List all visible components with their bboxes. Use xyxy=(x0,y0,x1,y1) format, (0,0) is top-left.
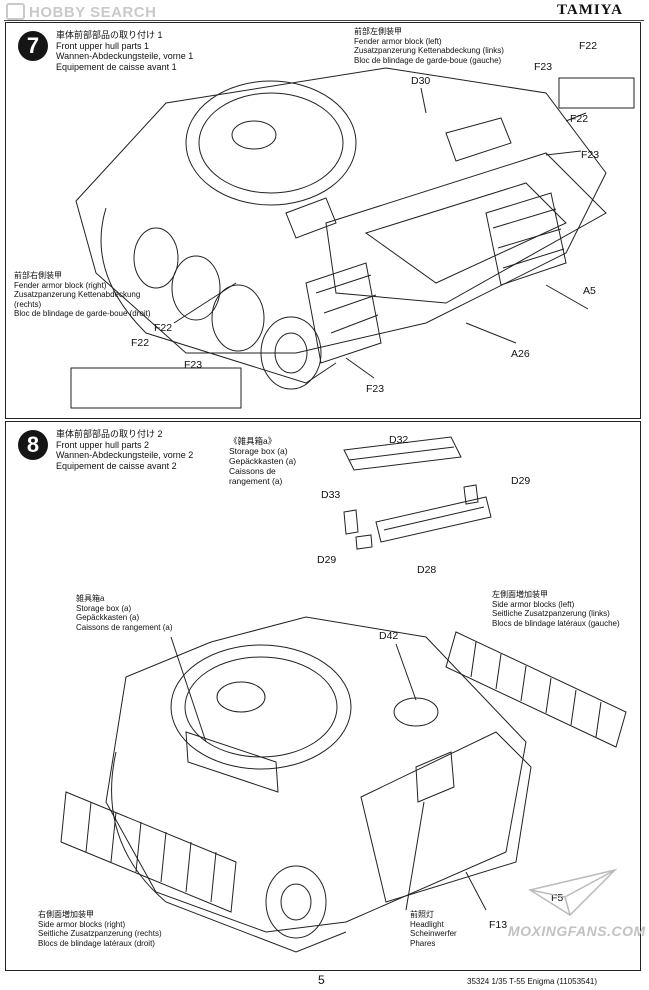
step7-note-right-fender: 前部右側装甲 Fender armor block (right) Zusatz… xyxy=(14,271,151,319)
note-line: 前部左側装甲 xyxy=(354,27,402,36)
label-d32: D32 xyxy=(389,434,409,446)
step7-title-en: Front upper hull parts 1 xyxy=(56,40,150,51)
note-line: Zusatzpanzerung Kettenabdeckung (links) xyxy=(354,46,504,55)
step7-title-fr: Equipement de caisse avant 1 xyxy=(56,61,177,72)
header-rule xyxy=(4,20,644,21)
label-f22-mid: F22 xyxy=(570,113,589,125)
note-line: 雑具箱a xyxy=(76,594,105,603)
step7-panel: 7 車体前部部品の取り付け 1 Front upper hull parts 1… xyxy=(5,22,641,419)
note-line: Fender armor block (right) xyxy=(14,280,107,290)
label-f22-left: F22 xyxy=(154,322,173,334)
label-d29-left: D29 xyxy=(317,554,337,566)
note-line: Scheinwerfer xyxy=(410,929,457,938)
label-f23-mid: F23 xyxy=(581,149,600,161)
label-f23-inset: F23 xyxy=(184,359,203,371)
page-number: 5 xyxy=(318,973,325,987)
product-info: 35324 1/35 T-55 Enigma (11053541) xyxy=(467,977,598,986)
label-d28: D28 xyxy=(417,564,437,576)
step7-title: 車体前部部品の取り付け 1 Front upper hull parts 1 W… xyxy=(56,30,193,72)
note-line: Blocs de blindage latéraux (gauche) xyxy=(492,618,620,628)
label-f22-inset: F22 xyxy=(131,337,150,349)
step7-hull-drawing xyxy=(70,67,635,409)
note-line: 右側面増加装甲 xyxy=(38,910,94,919)
note-line: 前照灯 xyxy=(410,910,434,919)
step7-title-de: Wannen-Abdeckungsteile, vorne 1 xyxy=(56,51,194,61)
note-line: (rechts) xyxy=(14,299,42,309)
note-line: Caissons de xyxy=(229,466,276,476)
note-line: Seitliche Zusatzpanzerung (links) xyxy=(492,609,610,618)
note-line: rangement (a) xyxy=(229,476,283,486)
label-d42: D42 xyxy=(379,630,399,642)
label-d30: D30 xyxy=(411,75,431,87)
note-line: Bloc de blindage de garde-boue (droit) xyxy=(14,309,151,318)
note-line: Gepäckkasten (a) xyxy=(76,613,140,622)
label-f23-bottom: F23 xyxy=(366,383,385,395)
step8-hull-drawing xyxy=(60,436,627,953)
label-d33: D33 xyxy=(321,489,341,501)
label-f5-partial: F5 xyxy=(551,892,564,904)
note-line: Storage box (a) xyxy=(229,446,288,456)
step7-badge: 7 xyxy=(18,31,48,61)
label-a5: A5 xyxy=(583,285,596,297)
step8-title-jp: 車体前部部品の取り付け 2 xyxy=(56,429,163,439)
note-line: Headlight xyxy=(410,919,444,929)
note-line: Caissons de rangement (a) xyxy=(76,622,173,632)
note-line: Storage box (a) xyxy=(76,603,132,613)
step8-title: 車体前部部品の取り付け 2 Front upper hull parts 2 W… xyxy=(56,429,193,471)
note-line: Side armor blocks (right) xyxy=(38,919,126,929)
note-line: Blocs de blindage latéraux (droit) xyxy=(38,938,155,948)
note-line: Gepäckkasten (a) xyxy=(229,456,297,466)
step7-note-left-fender: 前部左側装甲 Fender armor block (left) Zusatzp… xyxy=(354,27,504,65)
label-f22-top: F22 xyxy=(579,40,598,52)
step8-side-armor-right-note: 右側面増加装甲 Side armor blocks (right) Seitli… xyxy=(38,910,162,948)
label-f23-top: F23 xyxy=(534,61,553,73)
note-line: Fender armor block (left) xyxy=(354,36,442,46)
step8-title-fr: Equipement de caisse avant 2 xyxy=(56,460,177,471)
step8-badge: 8 xyxy=(18,430,48,460)
brand-logo: TAMIYA xyxy=(557,2,624,18)
hobby-search-watermark: HOBBY SEARCH xyxy=(6,3,156,21)
step8-side-armor-left-note: 左側面増加装甲 Side armor blocks (left) Seitlic… xyxy=(492,590,620,628)
site-watermark: MOXINGFANS.COM xyxy=(508,923,646,939)
note-line: Side armor blocks (left) xyxy=(492,599,575,609)
label-a26: A26 xyxy=(511,348,530,360)
step8-storage-box-note: 《雑具箱a》 Storage box (a) Gepäckkasten (a) … xyxy=(229,436,296,486)
step8-panel: 8 車体前部部品の取り付け 2 Front upper hull parts 2… xyxy=(5,421,641,971)
hobby-search-logo-icon xyxy=(6,3,25,20)
note-line: Seitliche Zusatzpanzerung (rechts) xyxy=(38,929,162,938)
step8-title-de: Wannen-Abdeckungsteile, vorne 2 xyxy=(56,450,194,460)
note-line: 前部右側装甲 xyxy=(14,271,62,280)
note-line: Phares xyxy=(410,938,436,948)
label-d29-right: D29 xyxy=(511,475,531,487)
note-line: Bloc de blindage de garde-boue (gauche) xyxy=(354,55,502,65)
step8-storage-box-side-note: 雑具箱a Storage box (a) Gepäckkasten (a) Ca… xyxy=(76,594,173,632)
step8-headlight-note: 前照灯 Headlight Scheinwerfer Phares xyxy=(410,910,457,948)
note-line: 《雑具箱a》 xyxy=(229,436,277,446)
step7-title-jp: 車体前部部品の取り付け 1 xyxy=(56,30,163,40)
step8-title-en: Front upper hull parts 2 xyxy=(56,439,150,450)
note-line: Zusatzpanzerung Kettenabdeckung xyxy=(14,290,141,299)
note-line: 左側面増加装甲 xyxy=(492,590,548,599)
label-f13: F13 xyxy=(489,919,508,931)
watermark-text: HOBBY SEARCH xyxy=(29,4,157,21)
